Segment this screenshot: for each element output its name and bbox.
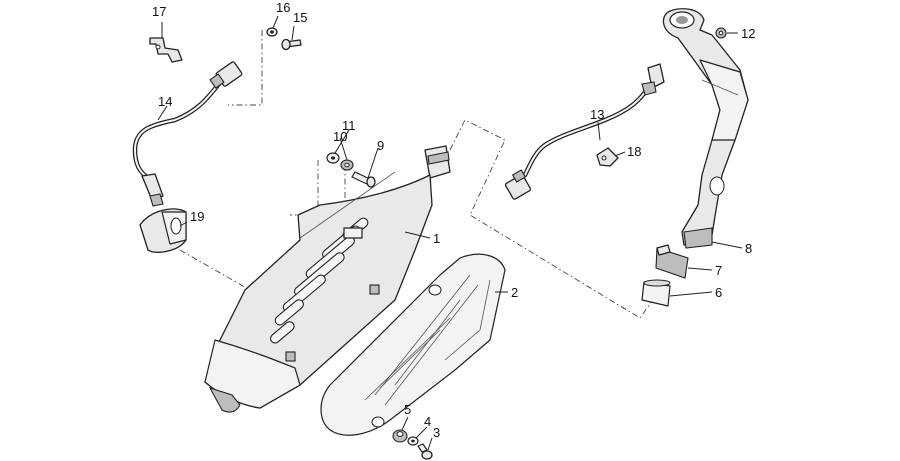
muffler-part-1 (204, 145, 451, 413)
callout-8: 8 (745, 241, 752, 256)
callout-17: 17 (152, 4, 166, 19)
nut-part-12 (715, 27, 727, 39)
callout-19: 19 (190, 209, 204, 224)
callout-15: 15 (293, 10, 307, 25)
sensor-cover-part-19 (139, 208, 187, 253)
bracket-part-17 (149, 37, 183, 63)
washer-part-4 (407, 436, 419, 446)
washer-part-11 (326, 152, 340, 164)
exhaust-pipe-part-8 (662, 8, 749, 249)
gasket-part-6 (641, 279, 671, 307)
washer-part-10 (340, 159, 354, 171)
callout-4: 4 (424, 414, 431, 429)
washer-part-16 (266, 27, 278, 37)
callout-10: 10 (333, 129, 347, 144)
lambda-sensor-part-13 (504, 63, 665, 200)
callout-7: 7 (715, 263, 722, 278)
callout-6: 6 (715, 285, 722, 300)
bolt-part-3 (417, 443, 433, 460)
spacer-part-5 (392, 429, 408, 443)
callout-5: 5 (404, 402, 411, 417)
assembly-dash-lines (179, 30, 661, 319)
callout-9: 9 (377, 138, 384, 153)
leader-lines (157, 15, 743, 451)
callout-1: 1 (433, 231, 440, 246)
callout-14: 14 (158, 94, 172, 109)
callout-2: 2 (511, 285, 518, 300)
bolt-part-9 (351, 171, 376, 188)
heat-shield-part-2 (320, 253, 506, 436)
lambda-sensor-part-14 (132, 61, 243, 207)
callout-13: 13 (590, 107, 604, 122)
clip-part-18 (596, 147, 619, 167)
callout-18: 18 (627, 144, 641, 159)
callout-16: 16 (276, 0, 290, 15)
callout-3: 3 (433, 425, 440, 440)
callout-12: 12 (741, 26, 755, 41)
callout-11: 11 (342, 118, 356, 133)
bolt-part-15 (281, 38, 302, 51)
callout-labels: 17 16 15 14 19 11 10 9 1 2 5 4 3 6 7 8 1… (152, 0, 755, 440)
clamp-part-7 (655, 244, 689, 279)
